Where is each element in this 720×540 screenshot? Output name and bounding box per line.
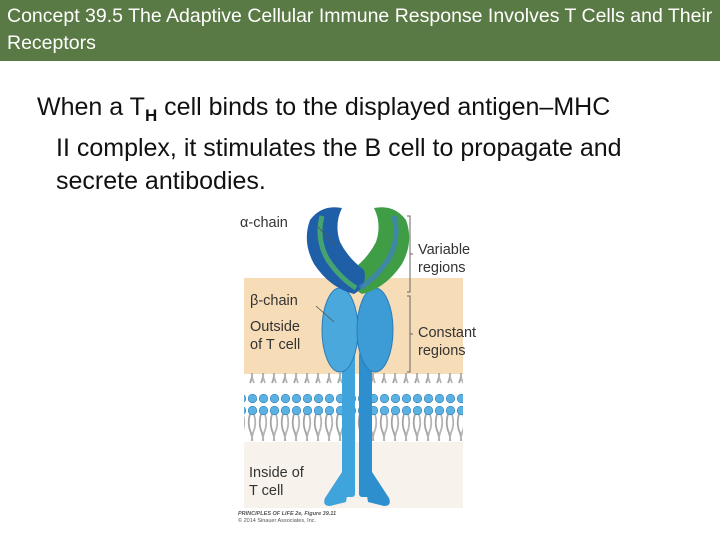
inside-cell-label-line-1: Inside of (249, 465, 304, 481)
title-bar (0, 0, 720, 61)
beta-constant-region (321, 287, 359, 373)
beta-chain-pointer (315, 305, 335, 323)
variable-regions-bracket (407, 215, 413, 293)
alpha-chain-pointer (317, 226, 337, 247)
alpha-chain-label: α-chain (240, 215, 288, 231)
variable-regions-label-line-1: Variable (418, 242, 471, 258)
alpha-constant-region (356, 287, 394, 373)
constant-regions-bracket (407, 295, 413, 373)
outside-cell-label-line-1: Outside (250, 319, 300, 335)
body-line-2: II complex, it stimulates the B cell to … (56, 134, 622, 162)
outside-cell-label-line-2: of T cell (250, 337, 301, 353)
variable-regions-label-line-2: regions (418, 260, 466, 276)
t-cell-receptor-figure: α-chain β-chain Outside of T cell Inside… (236, 202, 494, 528)
inside-cell-label-line-2: T cell (249, 483, 284, 499)
figure-credit-copyright: © 2014 Sinauer Associates, Inc. (238, 518, 317, 524)
figure-credit-source: PRINCIPLES OF LIFE 2e, Figure 39.11 (238, 511, 337, 517)
constant-regions-label-line-1: Constant (418, 325, 477, 341)
beta-chain-label: β-chain (250, 293, 298, 309)
t-cell-receptor-diagram (244, 207, 463, 508)
alpha-chain-tail (363, 472, 390, 506)
beta-chain-tail (324, 472, 351, 506)
body-line-3: secrete antibodies. (56, 167, 266, 195)
subscript-h: H (144, 106, 158, 125)
slide-title: Concept 39.5 The Adaptive Cellular Immun… (7, 5, 713, 54)
body-line-1-start: When a T (37, 93, 145, 121)
body-paragraph: When a TH cell binds to the displayed an… (37, 91, 707, 198)
alpha-chain-stalk (359, 352, 372, 497)
constant-regions-label-line-2: regions (418, 343, 466, 359)
beta-chain-stalk (342, 352, 355, 497)
body-line-1-end: cell binds to the displayed antigen–MHC (157, 93, 611, 121)
